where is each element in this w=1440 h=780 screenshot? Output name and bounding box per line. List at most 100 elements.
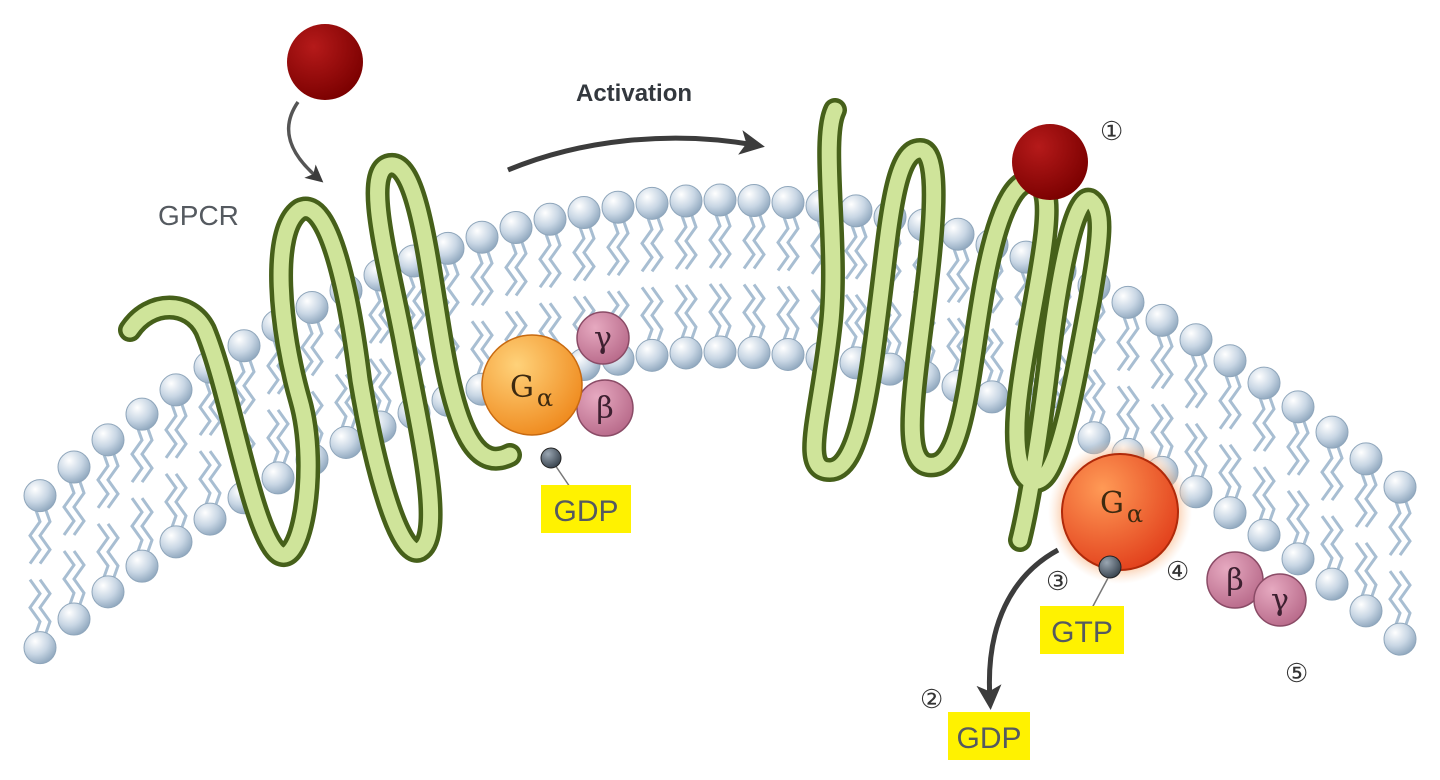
lipid-tail: [1252, 394, 1266, 452]
lipid-tail: [1160, 403, 1174, 461]
lipid-head: [1281, 390, 1315, 424]
g-gamma-inactive-label: γ: [594, 321, 612, 356]
lipid-head: [737, 184, 771, 218]
lipid-tail: [1262, 394, 1276, 452]
gdp-release-arrow: [976, 547, 1060, 710]
g-beta-inactive-label: β: [596, 391, 613, 426]
lipid-tail: [1126, 313, 1140, 372]
g-alpha-active-label: G: [1100, 486, 1124, 521]
lipid-tail: [96, 523, 110, 581]
lipid-tail: [1296, 418, 1310, 476]
lipid-tail: [378, 358, 392, 416]
lipid-tail: [1116, 313, 1130, 372]
lipid-tail: [854, 222, 868, 280]
lipid-tail: [1228, 372, 1242, 430]
lipid-tail: [174, 401, 188, 459]
lipid-head: [533, 202, 567, 236]
lipid-tail: [718, 211, 732, 269]
lipid-tail: [1354, 470, 1368, 528]
lipid-head: [261, 461, 295, 495]
lipid-head: [1145, 303, 1179, 337]
lipid-tail: [1296, 490, 1310, 548]
lipid-tail: [548, 230, 562, 289]
step-marker-1: ①: [1100, 116, 1123, 146]
lipid-tail: [708, 211, 722, 269]
lipid-tail: [1184, 422, 1198, 481]
step-marker-2: ②: [920, 684, 943, 714]
ligand-approach-arrow: [286, 101, 324, 183]
g-gamma-active-label: γ: [1271, 583, 1289, 618]
lipid-tail: [1082, 368, 1096, 427]
lipid-tail: [72, 478, 86, 536]
lipid-head: [465, 220, 499, 254]
ligand-free: [287, 24, 363, 100]
gdp-inactive-label: GDP: [553, 495, 618, 528]
gpcr-helix-inactive-fill: [122, 157, 518, 563]
lipid-head: [57, 450, 91, 484]
lipid-tail: [1252, 466, 1266, 524]
lipid-tail: [1092, 368, 1106, 427]
lipid-tail: [684, 212, 698, 270]
lipid-head: [125, 397, 159, 431]
lipid-tail: [1364, 542, 1378, 600]
g-beta-gamma-active: β γ: [1206, 551, 1307, 627]
lipid-tail: [640, 214, 654, 273]
lipid-tail: [538, 230, 552, 289]
lipid-tail: [674, 212, 688, 270]
lipid-head: [839, 194, 873, 228]
lipid-tail: [62, 550, 76, 608]
ligand-bound: [1012, 124, 1088, 200]
lipid-head: [295, 290, 329, 324]
lipid-tail: [1388, 498, 1402, 556]
lipid-head: [57, 602, 91, 636]
lipid-tail: [276, 409, 290, 467]
lipid-tail: [844, 293, 858, 352]
gpcr-label: GPCR: [158, 200, 239, 231]
step-marker-3: ③: [1046, 566, 1069, 596]
g-alpha-inactive: [481, 334, 583, 436]
g-protein-inactive: γ β G α GDP: [481, 311, 634, 533]
lipid-tail: [786, 213, 800, 272]
lipid-head: [1213, 496, 1247, 530]
lipid-head: [703, 335, 737, 369]
lipid-tail: [72, 550, 86, 608]
g-gamma-active: [1253, 573, 1307, 627]
lipid-head: [91, 575, 125, 609]
lipid-tail: [446, 259, 460, 318]
lipid-tail: [1354, 542, 1368, 600]
lipid-head: [635, 186, 669, 220]
lipid-head: [941, 217, 975, 251]
lipid-tail: [130, 497, 144, 555]
lipid-head: [227, 329, 261, 363]
lipid-tail: [1116, 385, 1130, 443]
lipid-tail: [1398, 498, 1412, 556]
lipid-tail: [718, 283, 732, 341]
lipid-tail: [956, 245, 970, 304]
lipid-tail: [62, 478, 76, 536]
lipid-tail: [470, 320, 484, 378]
lipid-tail: [1184, 351, 1198, 409]
lipid-tail: [1330, 515, 1344, 573]
lipid-tail: [242, 357, 256, 415]
lipid-tail: [28, 578, 42, 637]
lipid-tail: [946, 317, 960, 375]
lipid-tail: [1364, 470, 1378, 528]
gtp-highlight: [1040, 606, 1124, 654]
lipid-tail: [1320, 443, 1334, 502]
lipid-tail: [480, 248, 494, 307]
receptors: [118, 98, 1112, 567]
lipid-tail: [1398, 570, 1412, 628]
lipid-tail: [582, 224, 596, 282]
lipid-head: [567, 196, 601, 230]
lipid-head: [1349, 442, 1383, 476]
lipid-tail: [140, 425, 154, 484]
lipid-head: [23, 479, 57, 513]
lipid-tail: [1194, 351, 1208, 409]
lipid-tail: [208, 450, 222, 508]
gdp-inactive-highlight: [541, 485, 631, 533]
lipid-tail: [650, 214, 664, 273]
lipid-tail: [708, 283, 722, 341]
lipid-tail: [844, 222, 858, 280]
lipid-tail: [140, 497, 154, 555]
lipid-tail: [786, 285, 800, 344]
